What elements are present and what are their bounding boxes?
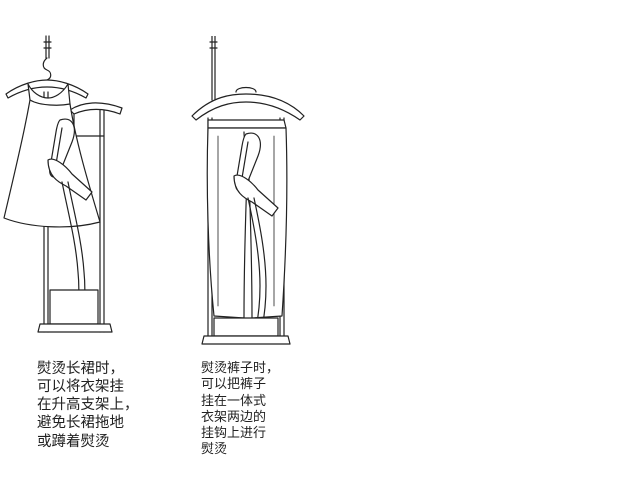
pants-steaming-illustration — [188, 36, 314, 352]
dress-caption: 熨烫长裙时， 可以将衣架挂 在升高支架上， 避免长裙拖地 或蹲着熨烫 — [37, 360, 139, 451]
caption-line: 熨烫裤子时， — [201, 361, 280, 376]
pants-caption: 熨烫裤子时， 可以把裤子 挂在一体式 衣架两边的 挂钩上进行 熨烫 — [201, 361, 279, 459]
caption-line: 可以把裤子 — [201, 377, 267, 393]
caption-line: 熨烫长裙时， — [37, 361, 124, 377]
dress-steaming-illustration — [0, 32, 130, 352]
caption-line: 或蹲着熨烫 — [37, 433, 110, 450]
caption-line: 避免长裙拖地 — [37, 415, 124, 432]
caption-line: 可以将衣架挂 — [37, 379, 124, 396]
caption-line: 在升高支架上， — [37, 397, 139, 414]
caption-line: 挂钩上进行 — [201, 426, 267, 441]
caption-line: 熨烫 — [201, 442, 228, 458]
caption-line: 衣架两边的 — [201, 409, 267, 425]
caption-line: 挂在一体式 — [201, 393, 267, 409]
